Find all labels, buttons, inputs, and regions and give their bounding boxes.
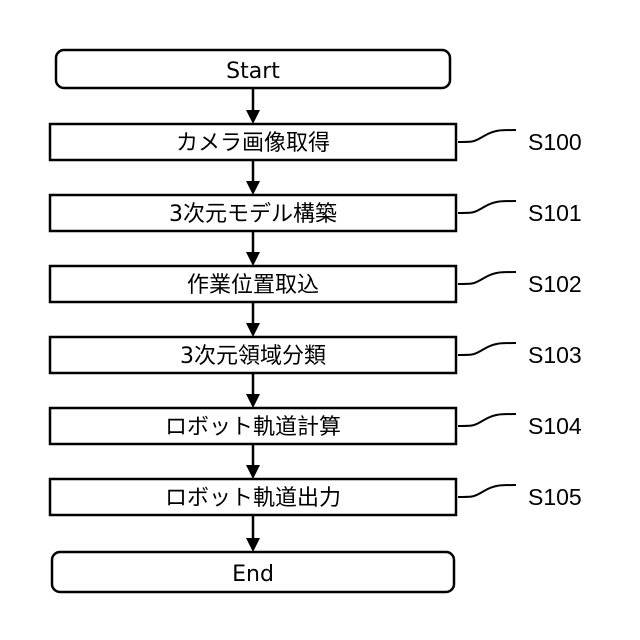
arrow-s105-to-end <box>246 515 260 552</box>
step-id-leader <box>458 130 516 142</box>
step-id-leader <box>458 272 516 284</box>
end-label: End <box>232 562 274 587</box>
step-id-leader <box>458 414 516 426</box>
step-id: S104 <box>528 413 582 439</box>
step-label: カメラ画像取得 <box>176 131 330 156</box>
step-id: S100 <box>528 129 582 155</box>
step-label: 作業位置取込 <box>187 273 319 298</box>
step-s101: 3次元モデル構築 S101 <box>50 195 582 231</box>
step-id: S105 <box>528 484 582 510</box>
step-label: 3次元モデル構築 <box>169 202 337 227</box>
step-id-leader <box>458 201 516 213</box>
step-s104: ロボット軌道計算 S104 <box>50 408 582 444</box>
arrow-s101-to-s102 <box>246 231 260 266</box>
step-label: ロボット軌道出力 <box>165 486 341 511</box>
arrow-s102-to-s103 <box>246 302 260 337</box>
arrow-s103-to-s104 <box>246 373 260 408</box>
step-label: ロボット軌道計算 <box>165 415 341 440</box>
step-id: S103 <box>528 342 582 368</box>
end-terminator: End <box>52 552 454 592</box>
step-s102: 作業位置取込 S102 <box>50 266 582 302</box>
arrow-s100-to-s101 <box>246 160 260 195</box>
step-s103: 3次元領域分類 S103 <box>50 337 582 373</box>
start-terminator: Start <box>56 50 450 88</box>
start-label: Start <box>226 59 280 84</box>
step-id-leader <box>458 485 516 497</box>
step-s100: カメラ画像取得 S100 <box>50 124 582 160</box>
arrow-start-to-s100 <box>246 88 260 124</box>
arrow-s104-to-s105 <box>246 444 260 479</box>
step-id-leader <box>458 343 516 355</box>
step-id: S102 <box>528 271 582 297</box>
step-label: 3次元領域分類 <box>180 344 326 369</box>
step-id: S101 <box>528 200 582 226</box>
step-s105: ロボット軌道出力 S105 <box>50 479 582 515</box>
